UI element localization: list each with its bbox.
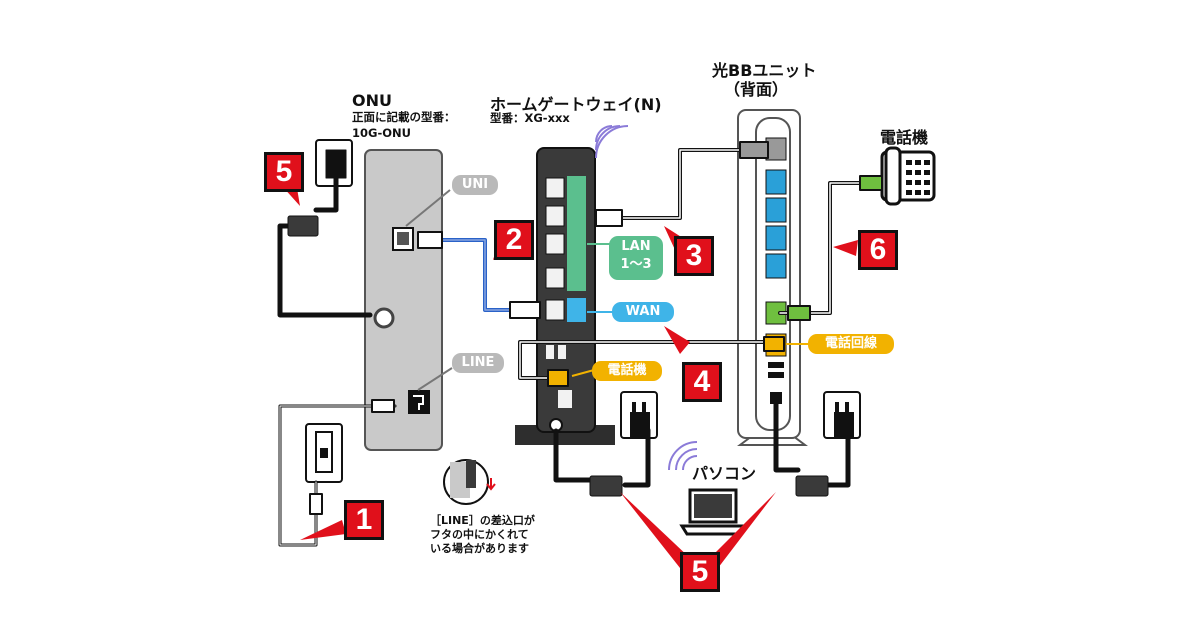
hgw-device xyxy=(515,147,615,445)
line-port-note-2: フタの中にかくれて xyxy=(430,528,529,541)
bb-unit-title: 光BBユニット xyxy=(712,61,817,80)
wifi-icon-pc xyxy=(668,441,698,471)
hgw-title: ホームゲートウェイ(N) xyxy=(490,95,662,114)
onu-device xyxy=(364,149,443,451)
wan-port-label: WAN xyxy=(612,302,674,322)
lan-label-line1: LAN xyxy=(621,239,651,254)
bb-unit-device xyxy=(737,109,808,446)
line-port-note-3: いる場合があります xyxy=(430,542,529,555)
line-port-label: LINE xyxy=(452,353,504,373)
wall-phone-jack xyxy=(305,423,343,483)
lan-label-line2: 1～3 xyxy=(620,257,652,272)
uni-port-label: UNI xyxy=(452,175,498,195)
hgw-model: 型番：XG-xxx xyxy=(490,111,570,125)
telephone-icon xyxy=(880,146,936,206)
laptop-icon xyxy=(679,488,747,536)
cables xyxy=(277,141,883,547)
onu-line-port xyxy=(408,390,430,414)
step-4-phone-line: 4 xyxy=(682,362,722,402)
step-5-onu-power: 5 xyxy=(264,152,304,192)
step-3-hgw-bb: 3 xyxy=(674,236,714,276)
hgw-phone-port-label: 電話機 xyxy=(592,361,662,381)
port-label-lines xyxy=(405,189,453,391)
step-1-line-jack: 1 xyxy=(344,500,384,540)
pc-title: パソコン xyxy=(692,464,757,483)
phone-title: 電話機 xyxy=(880,128,929,147)
line-port-note-1: ［LINE］の差込口が xyxy=(430,514,535,527)
lan-port-label: LAN 1～3 xyxy=(609,236,663,280)
onu-title: ONU xyxy=(352,91,392,110)
bb-phone-line-label: 電話回線 xyxy=(808,334,894,354)
step-5-power-bottom: 5 xyxy=(680,552,720,592)
port-cover-inset xyxy=(443,459,496,505)
wifi-icon xyxy=(595,125,629,159)
onu-power-port xyxy=(373,307,395,329)
step-2-onu-hgw: 2 xyxy=(494,220,534,260)
step-pointers xyxy=(282,182,858,568)
onu-model-value: 10G-ONU xyxy=(352,126,411,140)
bb-unit-subtitle: （背面） xyxy=(724,80,789,99)
onu-model-label: 正面に記載の型番： xyxy=(352,110,456,124)
step-6-bb-phone: 6 xyxy=(858,230,898,270)
